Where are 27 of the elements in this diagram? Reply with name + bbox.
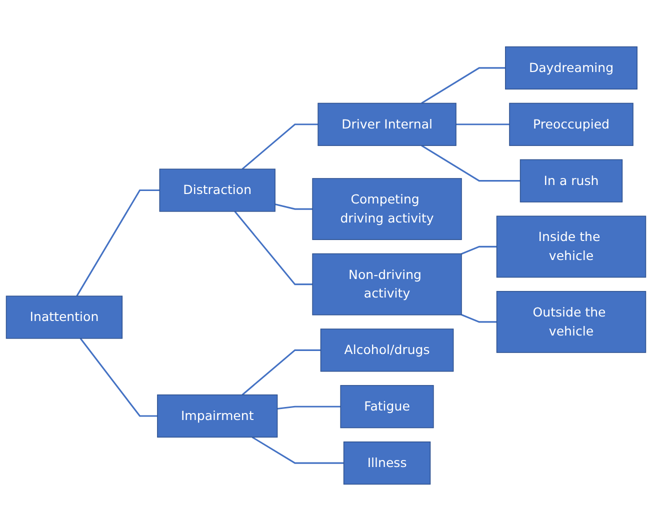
connector <box>421 144 520 182</box>
connector <box>242 349 321 396</box>
node-box: Illness <box>343 442 431 485</box>
node-box: Driver Internal <box>318 102 456 146</box>
connector <box>461 246 497 255</box>
connector <box>242 124 318 170</box>
node-box: Distraction <box>159 168 276 212</box>
connector <box>76 189 160 296</box>
node-box: Inattention <box>6 296 123 339</box>
node-box: Daydreaming <box>505 46 638 90</box>
connector <box>234 210 313 286</box>
connector <box>252 436 344 464</box>
node-box: Impairment <box>157 394 278 438</box>
node-box: Non-driving activity <box>312 253 462 316</box>
node-box: Inside the vehicle <box>496 216 646 278</box>
connector <box>456 124 510 126</box>
node-box: Competing driving activity <box>312 178 462 240</box>
connector <box>421 67 506 104</box>
connector <box>461 314 497 323</box>
node-box: In a rush <box>520 159 623 202</box>
node-box: Fatigue <box>340 385 434 428</box>
connector <box>80 338 158 417</box>
node-box: Alcohol/drugs <box>320 328 454 372</box>
connector <box>274 203 313 210</box>
connector <box>277 406 341 410</box>
node-box: Outside the vehicle <box>496 290 646 353</box>
node-box: Preoccupied <box>509 102 634 146</box>
